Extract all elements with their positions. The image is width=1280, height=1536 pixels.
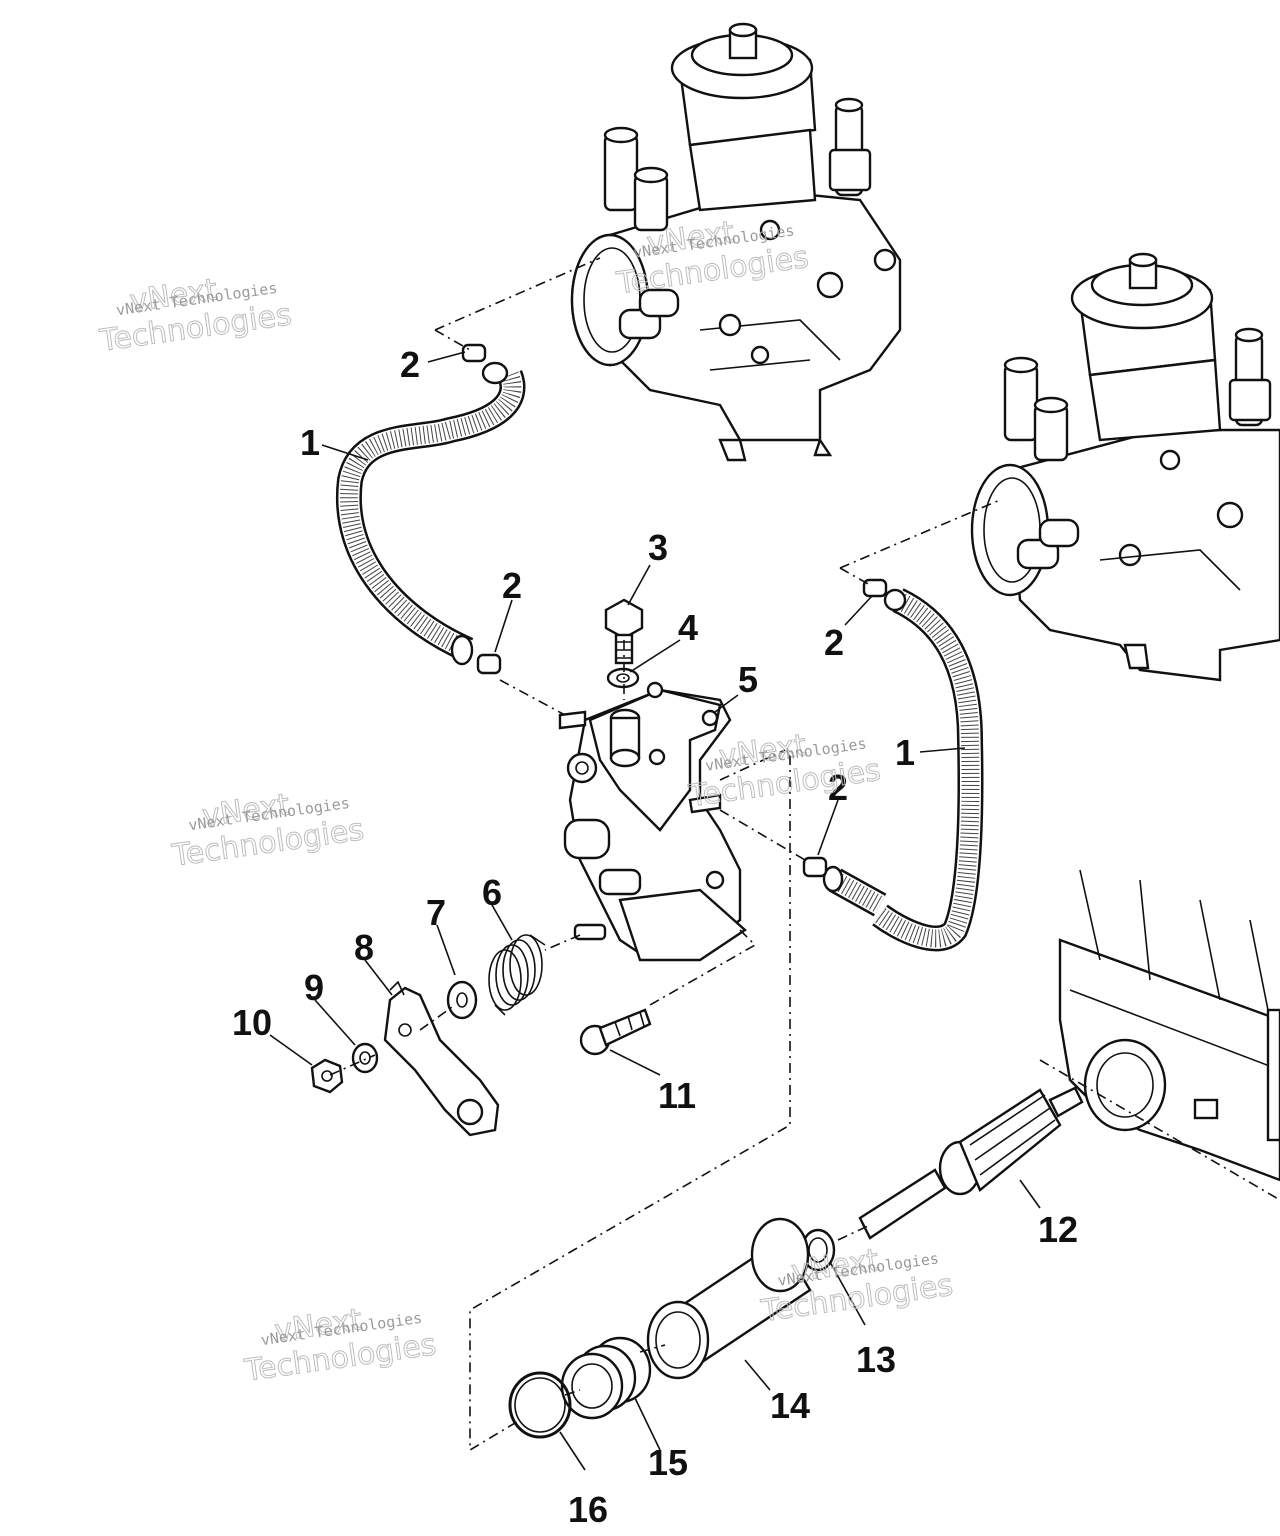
callout-clamp-top-left: 2 (400, 344, 420, 385)
carburetor-right (970, 252, 1280, 682)
callout-lever: 8 (354, 927, 374, 968)
seal (560, 1336, 652, 1420)
callout-snap-ring: 16 (568, 1489, 608, 1530)
snap-ring (508, 1371, 572, 1439)
watermark: vNext vNext Technologies Technologies (169, 787, 367, 875)
nut (310, 1058, 344, 1094)
washer-small (446, 980, 478, 1020)
carburetor-upper (570, 22, 902, 462)
leader-lines (269, 351, 1041, 1471)
callout-washer-small: 7 (426, 892, 446, 933)
callout-numbers: 1 1 2 2 2 2 3 4 5 6 7 8 9 10 11 12 13 14… (232, 344, 1078, 1530)
callout-hose-left: 1 (300, 422, 320, 463)
screw (579, 1008, 652, 1056)
callout-washer: 4 (678, 607, 698, 648)
callout-nut: 10 (232, 1002, 272, 1043)
callout-seal: 15 (648, 1442, 688, 1483)
callout-sleeve: 14 (770, 1385, 810, 1426)
callout-drive-shaft: 12 (1038, 1209, 1078, 1250)
callout-spring: 6 (482, 872, 502, 913)
callout-oil-pump: 5 (738, 659, 758, 700)
lever (383, 980, 500, 1137)
oil-pump (558, 681, 747, 962)
bolt-and-washer (604, 598, 644, 689)
watermark: vNext vNext Technologies Technologies (241, 1302, 439, 1390)
callout-lock-washer: 9 (304, 967, 324, 1008)
spring (488, 934, 546, 1016)
sleeve (646, 1217, 812, 1380)
hose-left (335, 361, 526, 666)
callout-screw: 11 (658, 1075, 696, 1116)
assembly-lines (329, 257, 1280, 1452)
callout-clamp-right-mid: 2 (828, 767, 848, 808)
callout-clamp-right-top: 2 (824, 622, 844, 663)
callout-bolt: 3 (648, 527, 668, 568)
lock-washer (351, 1042, 379, 1074)
hose-right (822, 588, 984, 952)
callout-hose-right: 1 (895, 732, 915, 773)
engine-case (1058, 869, 1280, 1182)
callout-clamp-left-mid: 2 (502, 565, 522, 606)
drive-shaft (858, 1086, 1084, 1240)
watermark: vNext vNext Technologies Technologies (96, 272, 294, 360)
callout-shim: 13 (856, 1339, 896, 1380)
